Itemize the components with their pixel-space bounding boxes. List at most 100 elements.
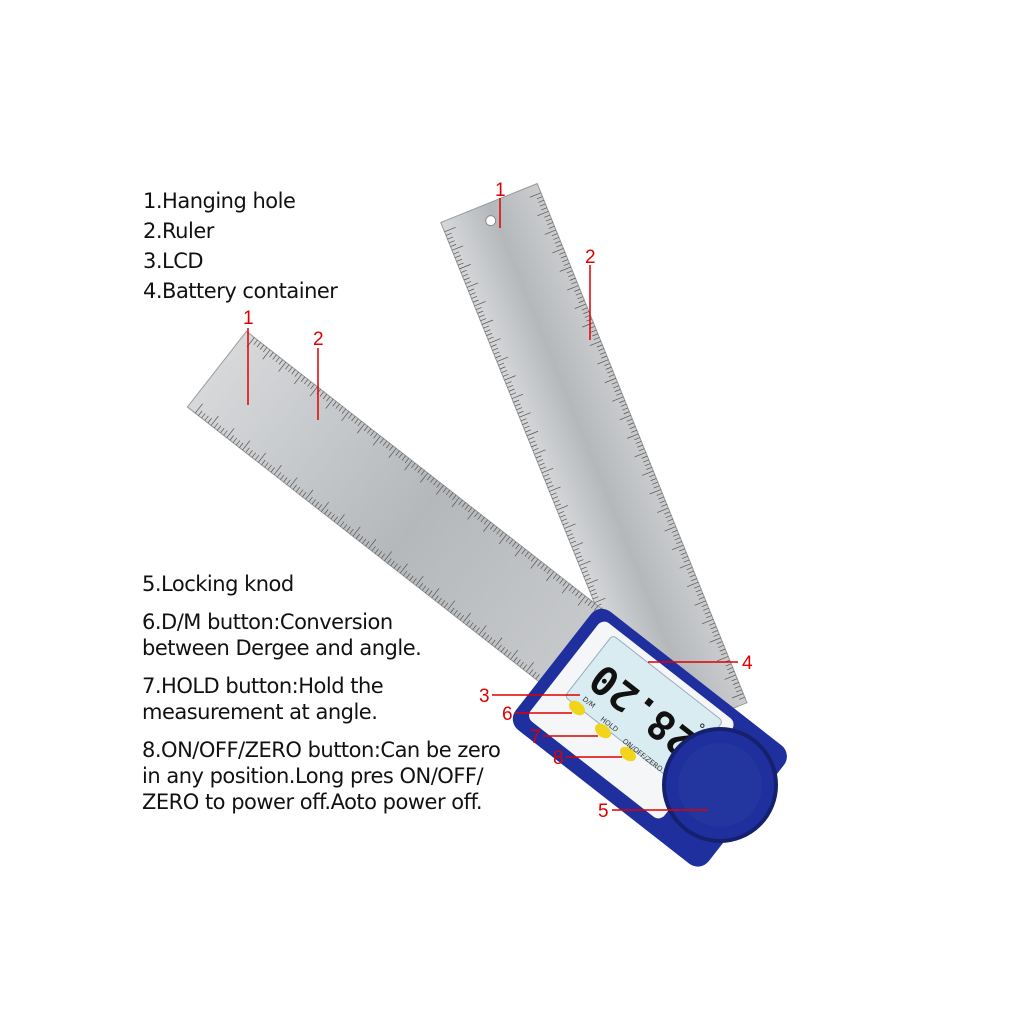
ruler-tick [354,418,359,424]
ruler-tick [694,585,700,589]
ruler-tick [333,516,338,522]
ruler-tick [480,517,485,523]
ruler-tick [541,468,554,474]
ruler-tick [387,558,392,564]
ruler-tick [513,656,518,663]
ruler-tick [641,455,648,459]
ruler-tick [522,422,529,425]
ruler-tick [605,366,612,370]
ruler-tick [256,342,261,348]
ruler-tick [516,407,523,411]
ruler-tick [428,590,433,596]
ruler-tick [634,452,646,458]
ruler-tick [309,386,318,397]
ruler-tick [623,411,630,415]
ruler-tick [264,462,269,468]
ruler-tick [466,619,471,626]
ruler-tick [545,218,552,222]
ruler-tick [524,551,529,557]
ruler-tick [619,415,631,421]
ruler-tick [445,232,452,236]
ruler-tick [614,389,621,392]
ruler-tick [634,437,640,441]
ruler-tick [546,571,555,582]
ruler-tick [553,236,560,240]
ruler-tick [568,586,574,592]
callout-1-left: 1 [243,308,254,329]
ruler-tick [483,521,492,532]
ruler-tick [504,375,516,381]
ruler-tick [398,453,403,459]
ruler-tick [444,226,456,233]
ruler-tick [674,537,681,541]
ruler-tick [560,255,567,259]
ruler-tick [562,522,569,526]
ruler-tick [671,529,678,533]
ruler-tick [505,536,510,542]
on-off-zero-button[interactable] [617,744,639,765]
ruler-tick [303,379,309,385]
ruler-tick [731,693,744,699]
ruler-tick [456,258,463,262]
legend-item: 4.Battery container [143,279,338,303]
ruler-tick [739,696,745,700]
ruler-tick [466,282,479,288]
ruler-tick [554,240,561,244]
ruler-tick [374,548,379,554]
ruler-tick [575,292,582,296]
ruler-tick [496,356,509,362]
ruler-tick [399,563,408,574]
ruler-tick [272,354,277,360]
ruler-tick [561,583,570,594]
ruler-tick [661,504,667,507]
ruler-tick [563,262,570,266]
ruler-tick [377,551,383,557]
ruler-tick [631,429,637,433]
ruler-tick [676,541,682,545]
ruler-tick [551,233,558,237]
ruler-tick [543,473,550,477]
ruler-tick [395,450,400,456]
ruler-tick [489,524,495,530]
ruler-tick [462,612,471,623]
ruler-tick [450,244,457,247]
ruler-tick [582,570,589,574]
ruler-tick [571,281,578,285]
ruler-tick [502,373,509,377]
ruler-tick [204,415,209,421]
ruler-tick [261,459,266,466]
ruler-tick [546,481,553,485]
ruler-tick [552,248,564,254]
ruler-tick [469,292,476,296]
ruler-tick [198,410,203,416]
ruler-tick [604,363,611,366]
ruler-tick [207,418,212,424]
ruler-tick [546,568,551,574]
ruler-tick [725,663,732,667]
ruler-tick [396,565,401,571]
ruler-tick [488,637,493,643]
ruler-tick [477,514,482,520]
ruler-tick [719,648,726,652]
ruler-tick [363,425,369,432]
ruler-tick [649,489,661,495]
ruler-tick [656,492,663,496]
ruler-tick [317,504,323,510]
ruler-tick [421,585,427,591]
ruler-tick [588,585,595,589]
dm-button[interactable] [566,698,588,719]
ruler-tick [467,507,473,513]
ruler-tick [664,511,670,515]
ruler-tick [336,514,345,525]
legend-top: 1.Hanging hole 2.Ruler 3.LCD 4.Battery c… [143,186,338,306]
hold-button[interactable] [592,721,614,742]
ruler-tick [574,288,581,292]
ruler-tick [706,615,712,619]
callout-1-right: 1 [495,180,506,201]
ruler-tick [373,433,378,439]
ruler-tick [724,674,736,680]
ruler-tick [508,539,514,545]
ruler-tick [528,436,535,440]
